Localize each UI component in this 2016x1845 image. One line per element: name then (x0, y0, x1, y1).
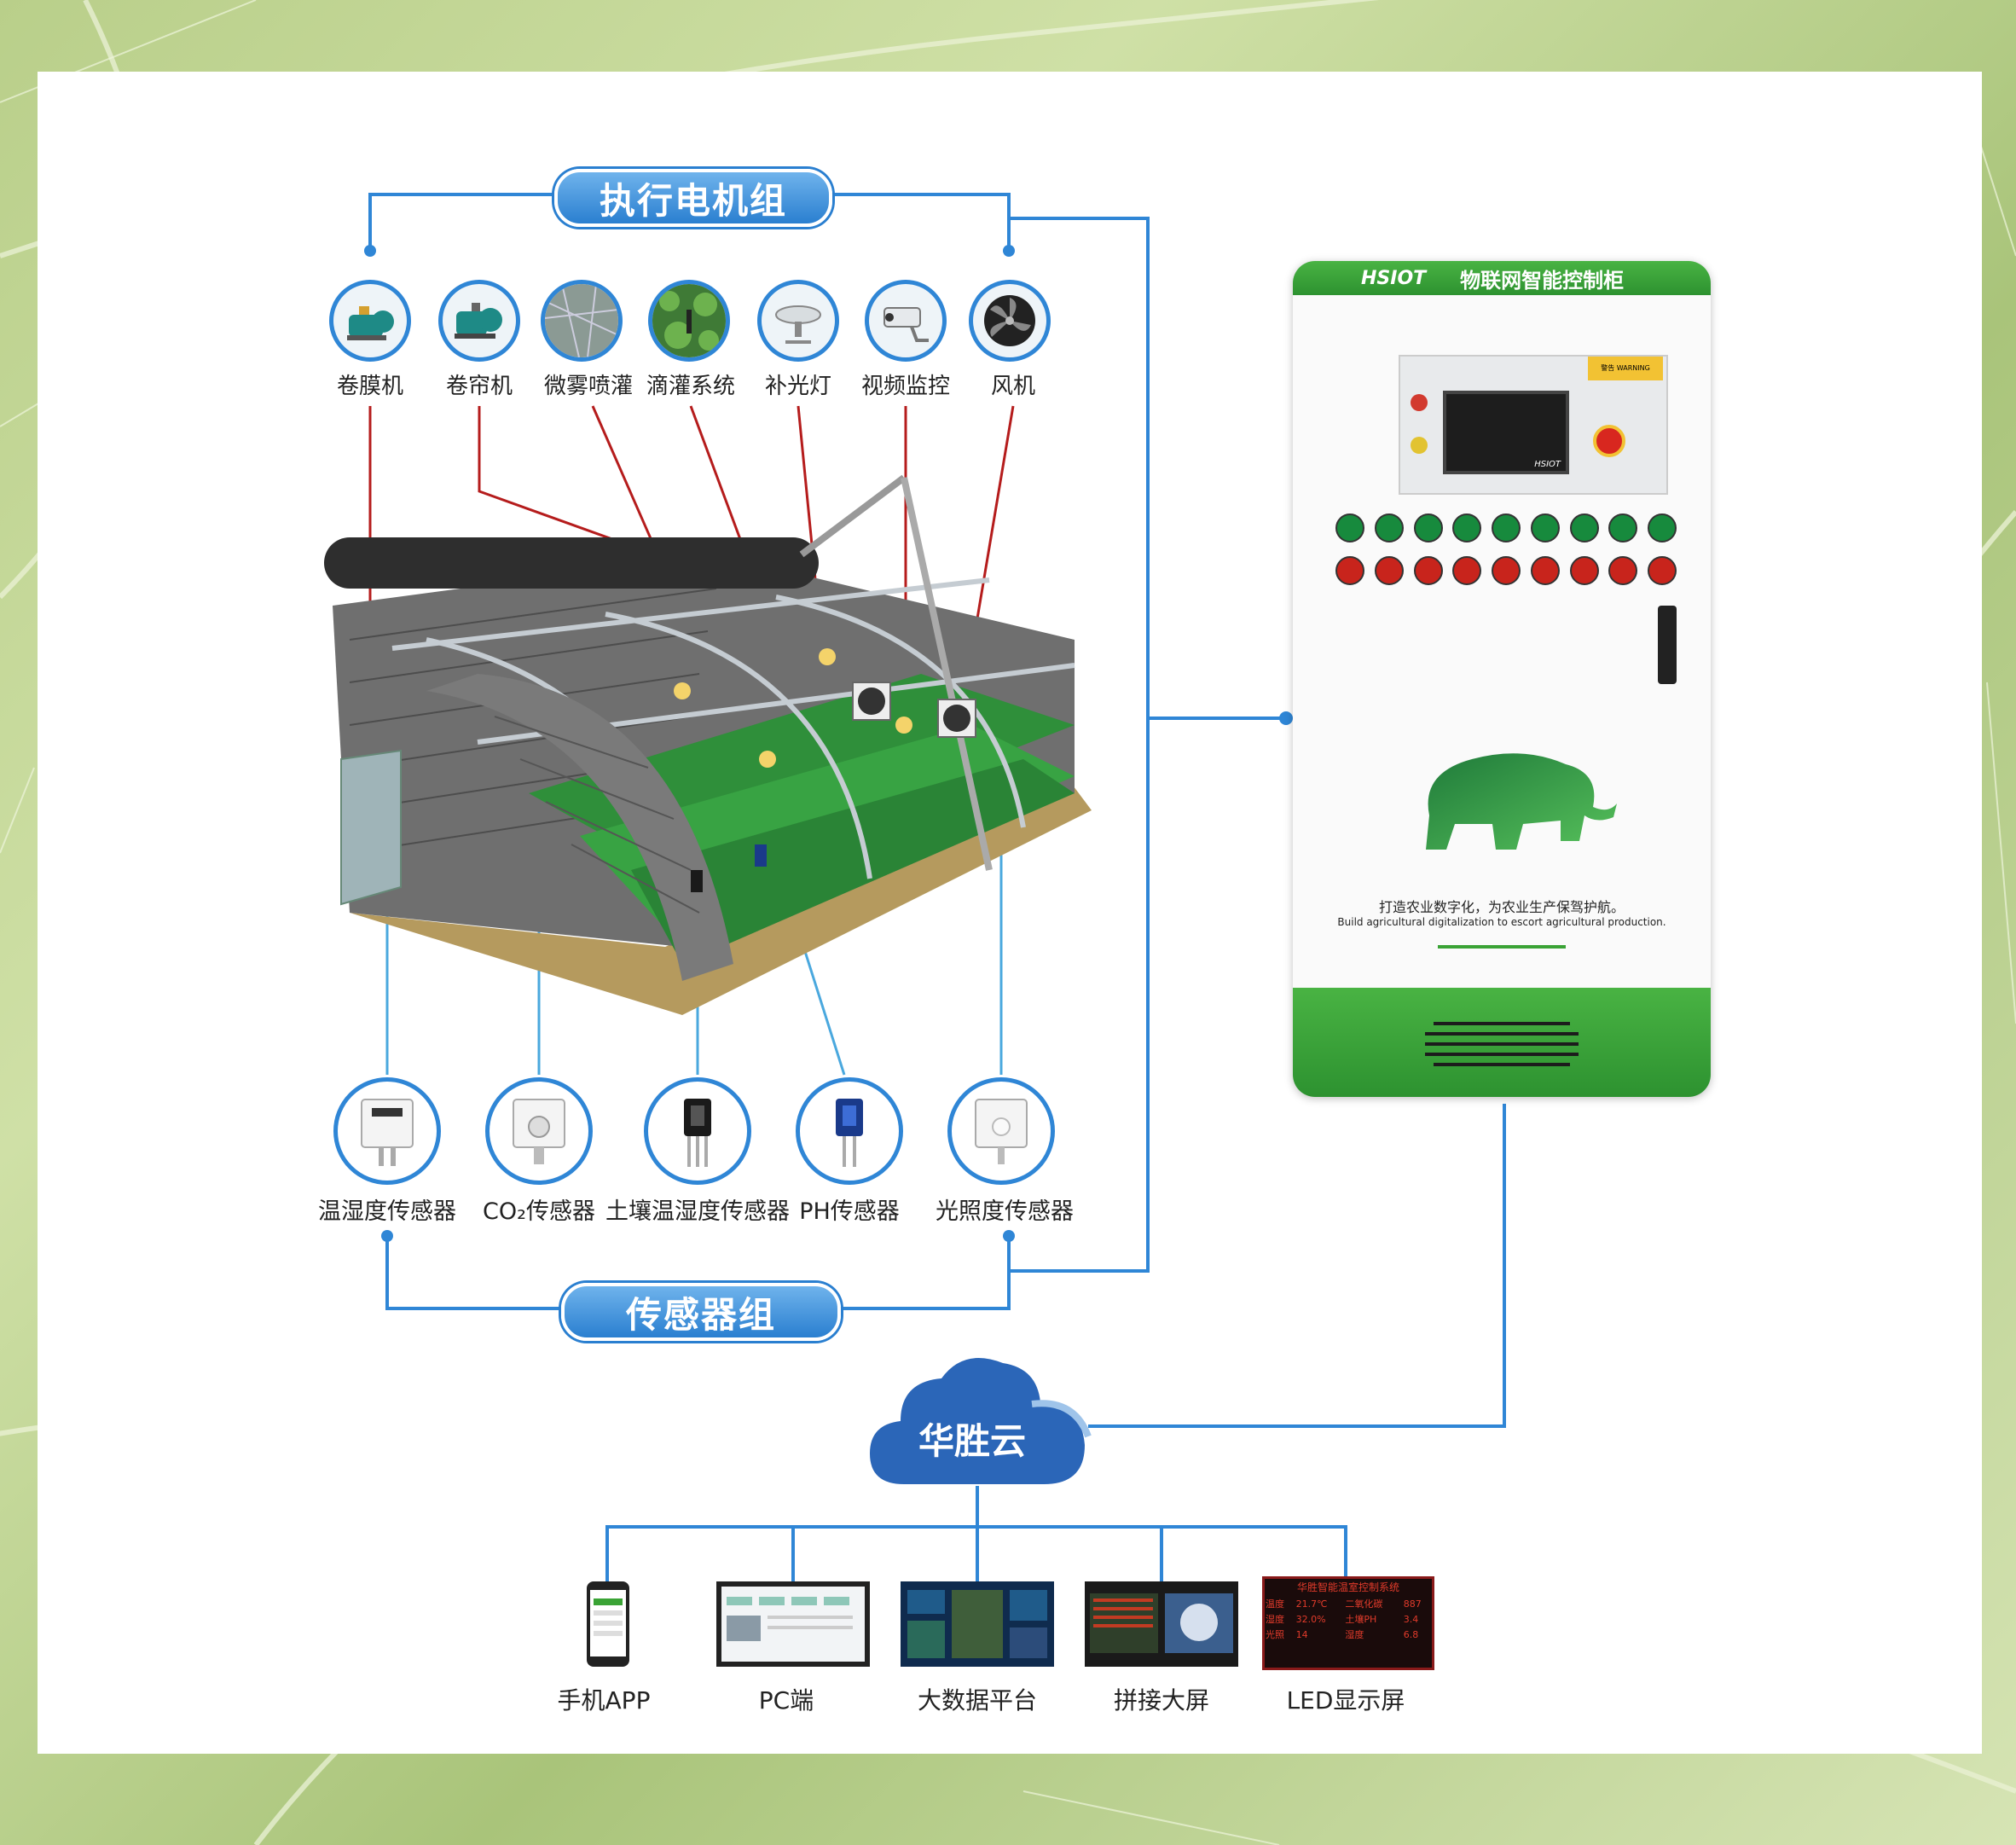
output-label: 大数据平台 (917, 1686, 1038, 1714)
cloud-icon (870, 1358, 1092, 1484)
actuator-label: 滴灌系统 (646, 374, 736, 399)
led-cell: 887 (1403, 1598, 1422, 1610)
vent-grille-icon (1425, 1022, 1579, 1066)
actuator-label: 卷帘机 (445, 374, 513, 399)
cloud-label: 华胜云 (918, 1420, 1026, 1462)
green-button[interactable] (1374, 513, 1404, 542)
led-cell: 32.0% (1295, 1613, 1326, 1625)
green-button[interactable] (1413, 513, 1443, 542)
cabinet-slogan-en: Build agricultural digitalization to esc… (1337, 916, 1666, 928)
table-row: 温度 21.7℃ 二氧化碳 887 (1265, 1596, 1432, 1611)
output-label: 拼接大屏 (1113, 1686, 1210, 1714)
output-label: 手机APP (557, 1686, 651, 1714)
indicator-red-icon (1411, 394, 1428, 411)
table-row: 光照 14 湿度 6.8 (1265, 1627, 1432, 1642)
red-button[interactable] (1530, 556, 1560, 585)
led-cell: 6.8 (1403, 1628, 1419, 1640)
cabinet-brand: HSIOT (1361, 267, 1427, 289)
led-cell: 湿度 (1345, 1629, 1364, 1640)
co2-sensor-icon (485, 1077, 593, 1185)
cabinet-door-handle[interactable] (1658, 606, 1677, 684)
drip-irrigation-icon (648, 280, 730, 362)
indicator-yellow-icon (1411, 437, 1428, 454)
led-cell: 21.7℃ (1295, 1598, 1328, 1610)
actuator-label: 视频监控 (860, 374, 951, 399)
video-wall-icon (1085, 1581, 1238, 1667)
led-cell: 3.4 (1403, 1613, 1419, 1625)
greenhouse-illustration (324, 474, 1092, 1015)
led-cell: 湿度 (1266, 1614, 1284, 1625)
green-button[interactable] (1648, 513, 1677, 542)
fan-icon (969, 280, 1051, 362)
sensor-label: CO₂传感器 (483, 1198, 595, 1225)
red-button[interactable] (1374, 556, 1404, 585)
control-cabinet: HSIOT 物联网智能控制柜 HSIOT 警告 WARNING (1293, 261, 1711, 1097)
cabinet-divider (1438, 945, 1566, 949)
green-button[interactable] (1530, 513, 1560, 542)
led-table: 温度 21.7℃ 二氧化碳 887 湿度 32.0% 土壤PH 3.4 光照 14 湿度 6.8 (1265, 1596, 1432, 1642)
led-cell: 14 (1295, 1628, 1308, 1640)
red-button-row (1335, 556, 1677, 585)
red-button[interactable] (1608, 556, 1638, 585)
big-data-dashboard-icon (901, 1581, 1054, 1667)
red-button[interactable] (1648, 556, 1677, 585)
red-button[interactable] (1492, 556, 1521, 585)
red-button[interactable] (1335, 556, 1364, 585)
mist-spray-icon (541, 280, 623, 362)
led-cell: 温度 (1266, 1598, 1284, 1610)
led-cell: 二氧化碳 (1345, 1598, 1383, 1610)
led-cell: 光照 (1266, 1629, 1284, 1640)
green-button[interactable] (1452, 513, 1482, 542)
hmi-brand: HSIOT (1534, 460, 1561, 469)
output-label: PC端 (758, 1686, 814, 1714)
pump-icon (329, 280, 411, 362)
green-button-row (1335, 513, 1677, 542)
actuator-label: 微雾喷灌 (543, 374, 634, 399)
actuator-label: 卷膜机 (336, 374, 404, 399)
grow-light-icon (757, 280, 839, 362)
sensor-label: PH传感器 (799, 1198, 900, 1225)
pc-monitor-icon (716, 1581, 870, 1667)
warning-sticker: 警告 WARNING (1588, 357, 1663, 380)
green-button[interactable] (1608, 513, 1638, 542)
actuator-label: 风机 (990, 374, 1036, 399)
led-title: 华胜智能温室控制系统 (1296, 1581, 1399, 1593)
cabinet-header: HSIOT 物联网智能控制柜 (1293, 261, 1711, 295)
green-button[interactable] (1335, 513, 1364, 542)
ph-sensor-icon (796, 1077, 903, 1185)
led-cell: 土壤PH (1345, 1614, 1377, 1625)
cabinet-title: 物联网智能控制柜 (1460, 268, 1625, 293)
phone-icon (587, 1581, 629, 1667)
red-button[interactable] (1413, 556, 1443, 585)
sensor-label: 光照度传感器 (936, 1198, 1074, 1225)
cabinet-control-inset: HSIOT 警告 WARNING (1399, 355, 1668, 495)
emergency-stop-button[interactable] (1593, 425, 1625, 457)
actuator-group-title: 执行电机组 (554, 169, 832, 227)
camera-icon (865, 280, 947, 362)
sensor-group-title: 传感器组 (561, 1283, 841, 1341)
led-display-icon: 华胜智能温室控制系统 温度 21.7℃ 二氧化碳 887 湿度 32.0% 土壤PH 3.4… (1262, 1576, 1434, 1670)
motor-icon (438, 280, 520, 362)
red-button[interactable] (1569, 556, 1599, 585)
sensor-label: 土壤温湿度传感器 (605, 1198, 790, 1225)
green-button[interactable] (1569, 513, 1599, 542)
green-button[interactable] (1492, 513, 1521, 542)
cabinet-base (1293, 988, 1711, 1097)
actuator-label: 补光灯 (764, 374, 832, 399)
temp-humidity-sensor-icon (333, 1077, 441, 1185)
hmi-touchscreen[interactable]: HSIOT (1443, 391, 1569, 474)
elephant-logo-icon (1426, 753, 1617, 850)
light-sensor-icon (947, 1077, 1055, 1185)
soil-sensor-icon (644, 1077, 751, 1185)
sensor-label: 温湿度传感器 (318, 1198, 456, 1225)
table-row: 湿度 32.0% 土壤PH 3.4 (1265, 1611, 1432, 1627)
output-label: LED显示屏 (1286, 1686, 1405, 1714)
cabinet-slogan-cn: 打造农业数字化，为农业生产保驾护航。 (1378, 899, 1625, 915)
red-button[interactable] (1452, 556, 1482, 585)
